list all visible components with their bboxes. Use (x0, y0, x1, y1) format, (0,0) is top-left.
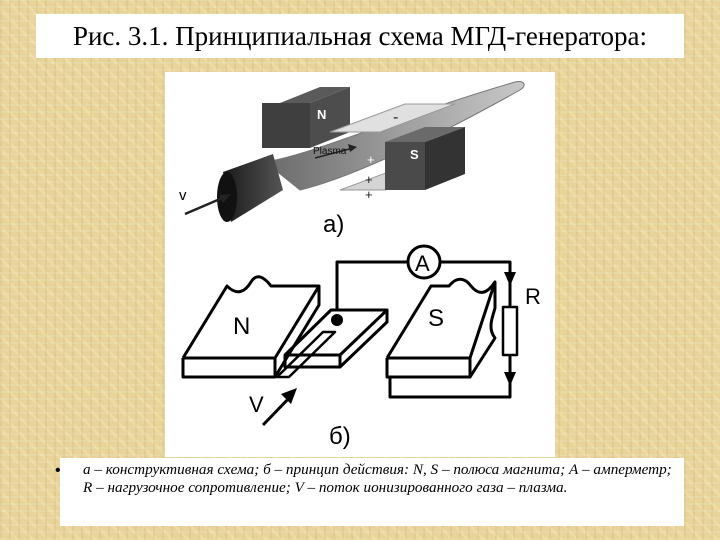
plus-sign-1: + (367, 152, 375, 167)
diagram-a-label: а) (323, 211, 344, 238)
caption-bullet: • (55, 462, 61, 479)
ammeter-circle (406, 244, 442, 280)
velocity-label-a: v (179, 187, 187, 204)
current-arrow-top (504, 272, 516, 286)
pole-s-label-a: S (410, 147, 419, 162)
diagram-a: N S Plasma v - + + + а) (179, 81, 525, 238)
resistor (501, 305, 519, 357)
minus-sign: - (393, 109, 398, 126)
magnet-s-block-a (385, 127, 465, 190)
pole-n-label-b: N (233, 313, 250, 340)
plasma-label: Plasma (313, 146, 347, 157)
magnet-s-block-b (385, 277, 497, 379)
caption-box (60, 458, 684, 526)
ammeter-label: A (415, 251, 430, 276)
title-box: Рис. 3.1. Принципиальная схема МГД-генер… (36, 14, 684, 58)
magnet-n-block-a (262, 87, 350, 148)
current-arrow-bottom (504, 372, 516, 386)
resistor-label: R (525, 284, 541, 309)
plus-sign-2: + (365, 172, 373, 187)
plasma-jet (263, 81, 525, 191)
lower-electrode-plate (275, 330, 337, 379)
mhd-diagram: N S Plasma v - + + + а) (179, 81, 541, 450)
caption-text: а – конструктивная схема; б – принцип де… (83, 461, 672, 496)
electrode-top-plate (329, 103, 456, 133)
diagram-b (181, 244, 519, 427)
diagram-b-label: б) (329, 423, 351, 450)
slide-title: Рис. 3.1. Принципиальная схема МГД-генер… (72, 20, 648, 51)
velocity-arrowhead-a (219, 194, 231, 203)
figure-panel: N S Plasma v - + + + а) (165, 72, 555, 457)
pole-n-label-a: N (317, 107, 326, 122)
nozzle-cone (217, 154, 283, 222)
plasma-flow-arrow (314, 147, 354, 159)
pole-s-label-b: S (428, 305, 444, 332)
plasma-flow-arrowhead (348, 144, 357, 152)
velocity-arrow-a (184, 194, 228, 216)
velocity-arrowhead-b (281, 388, 297, 404)
electrode-contact-dot (331, 314, 343, 326)
plus-sign-3: + (365, 187, 373, 202)
velocity-label-b: V (249, 392, 264, 417)
magnet-n-block-b (181, 275, 321, 379)
